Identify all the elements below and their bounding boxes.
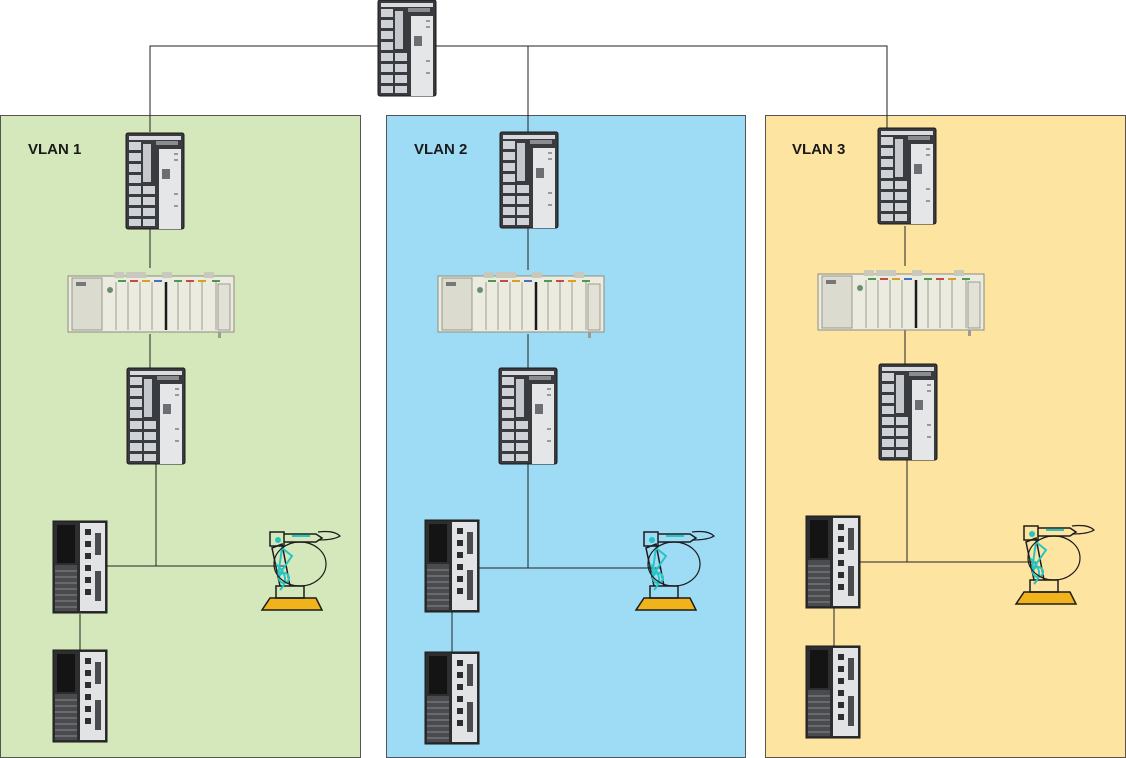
vlan-3-server-icon [805,515,861,609]
vlan-3-upper-switch-icon [877,127,937,225]
connection-lines [79,45,1036,652]
vlan-1-plc-icon [66,270,236,340]
vlan-3-backup-server-icon [805,645,861,739]
vlan-2-backup-server-icon [424,651,480,745]
vlan-1-label: VLAN 1 [28,141,81,158]
vlan-2-region [386,115,746,758]
vlan-2-server-icon [424,519,480,613]
vlan-3-lower-switch-icon [878,363,938,461]
vlan-1-upper-switch-icon [125,132,185,230]
vlan-3-label: VLAN 3 [792,141,845,158]
vlan-1-lower-switch-icon [126,367,186,465]
vlan-2-label: VLAN 2 [414,141,467,158]
vlan-1-backup-server-icon [52,649,108,743]
vlan-2-upper-switch-icon [499,131,559,229]
core-switch-icon [377,0,437,97]
vlan-2-lower-switch-icon [498,367,558,465]
vlan-1-server-icon [52,520,108,614]
vlan-2-plc-icon [436,270,606,340]
vlan-3-plc-icon [816,268,986,338]
